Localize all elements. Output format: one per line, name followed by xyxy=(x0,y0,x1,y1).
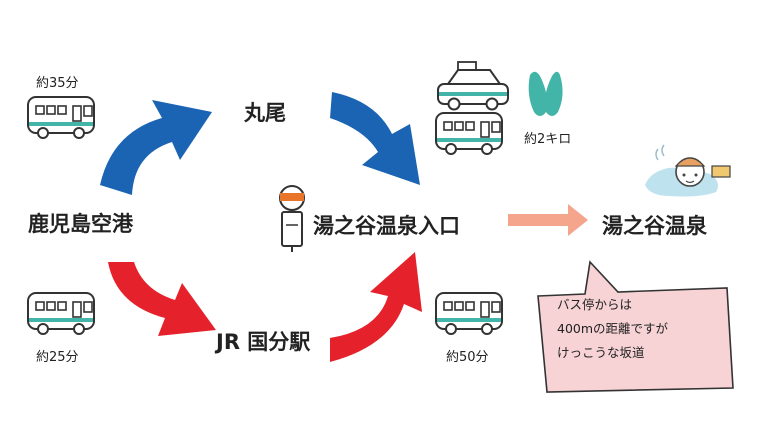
time-label-kokubu-entrance: 約50分 xyxy=(446,350,489,365)
callout-line: 400mの距離ですが xyxy=(557,321,669,336)
station-label-airport: 鹿児島空港 xyxy=(28,212,133,236)
bus-icon xyxy=(27,96,95,139)
station-label-maruo: 丸尾 xyxy=(244,101,286,125)
time-label-entrance-onsen: 約2キロ xyxy=(524,132,572,147)
bus-icon xyxy=(27,292,95,335)
time-label-airport-kokubu: 約25分 xyxy=(36,350,79,365)
arrow-entrance-to-onsen xyxy=(508,204,588,236)
station-label-kokubu: JR 国分駅 xyxy=(216,330,311,354)
bus-icon xyxy=(435,112,503,155)
footprints-icon xyxy=(528,71,563,116)
bus-icon xyxy=(435,292,503,335)
arrow-maruo-to-entrance xyxy=(330,92,420,185)
callout-line: けっこうな坂道 xyxy=(557,345,645,360)
taxi-icon xyxy=(437,61,509,111)
arrow-airport-to-maruo xyxy=(100,100,212,195)
station-label-onsen: 湯之谷温泉 xyxy=(602,214,707,238)
onsen-bather-icon xyxy=(645,144,731,197)
arrow-airport-to-kokubu xyxy=(108,262,216,336)
bus-stop-icon xyxy=(279,185,305,252)
station-label-entrance: 湯之谷温泉入口 xyxy=(313,214,460,238)
arrow-kokubu-to-entrance xyxy=(330,252,422,362)
callout-line: バス停からは xyxy=(557,297,633,312)
callout-text: バス停からは 400mの距離ですが けっこうな坂道 xyxy=(557,293,717,365)
time-label-airport-maruo: 約35分 xyxy=(36,76,79,91)
callout-bubble xyxy=(537,260,734,393)
